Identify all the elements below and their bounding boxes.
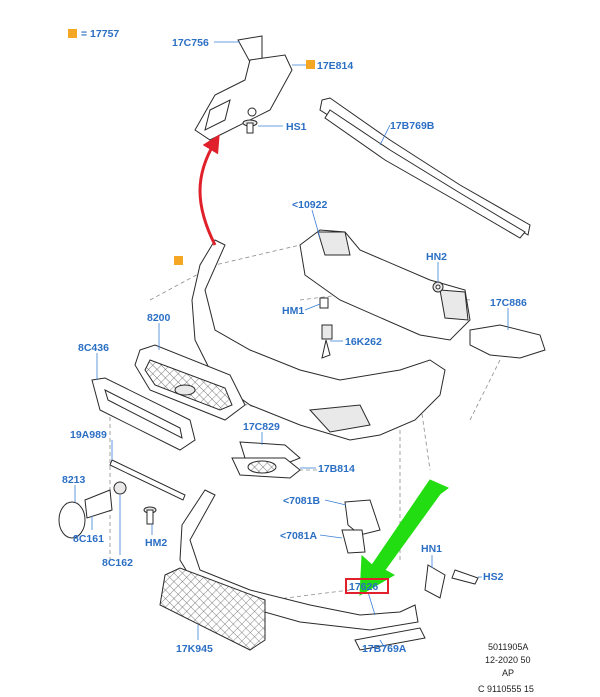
marker-17e814 bbox=[306, 60, 315, 69]
part-tow-covers bbox=[341, 499, 381, 554]
label-17b769b: 17B769B bbox=[390, 120, 435, 132]
part-nut-hn2 bbox=[432, 281, 444, 293]
label-hn2: HN2 bbox=[426, 251, 447, 263]
part-grille bbox=[134, 344, 246, 421]
highlight-box-17626 bbox=[345, 578, 389, 594]
green-arrow bbox=[359, 479, 449, 596]
label-hs1: HS1 bbox=[286, 121, 307, 133]
label-17c829: 17C829 bbox=[243, 421, 280, 433]
part-fog-bezel bbox=[231, 441, 301, 479]
label-hm2: HM2 bbox=[145, 537, 167, 549]
ref-line-2: 12-2020 50 bbox=[485, 655, 531, 665]
label-10922: <10922 bbox=[292, 199, 327, 211]
part-bracket-hn1 bbox=[424, 564, 479, 599]
part-bracket-17c886 bbox=[469, 324, 546, 359]
label-17626: 17626 bbox=[349, 581, 378, 593]
legend: = 17757 bbox=[68, 28, 119, 40]
part-grille-frame bbox=[91, 377, 196, 451]
label-8213: 8213 bbox=[62, 474, 86, 486]
reference-block: 5011905A 12-2020 50 AP C 9110555 15 bbox=[478, 642, 534, 694]
label-7081b: <7081B bbox=[283, 495, 320, 507]
part-labels: 17C756 17E814 HS1 17B769B <10922 HN2 17C… bbox=[62, 37, 527, 655]
part-reinforcement-beam bbox=[299, 229, 471, 341]
label-19a989: 19A989 bbox=[70, 429, 107, 441]
label-8c161: 8C161 bbox=[73, 533, 104, 545]
label-17c886: 17C886 bbox=[490, 297, 527, 309]
label-17k945: 17K945 bbox=[176, 643, 213, 655]
label-17b769a: 17B769A bbox=[362, 643, 407, 655]
label-hs2: HS2 bbox=[483, 571, 504, 583]
marker-bumper bbox=[174, 256, 183, 265]
part-clips bbox=[319, 297, 333, 359]
part-side-bracket bbox=[194, 35, 293, 141]
label-8200: 8200 bbox=[147, 312, 171, 324]
part-lower-grille bbox=[159, 567, 266, 651]
ref-line-3: AP bbox=[502, 668, 514, 678]
label-7081a: <7081A bbox=[280, 530, 317, 542]
legend-text: = 17757 bbox=[81, 28, 119, 40]
label-17b814: 17B814 bbox=[318, 463, 355, 475]
part-lower-absorber bbox=[354, 627, 426, 651]
part-emblem-assembly bbox=[58, 481, 127, 539]
part-bumper-cover bbox=[191, 239, 446, 441]
ref-line-4: C 9110555 15 bbox=[478, 684, 534, 694]
part-screw-hs1 bbox=[242, 119, 258, 134]
ref-line-1: 5011905A bbox=[488, 642, 528, 652]
label-16k262: 16K262 bbox=[345, 336, 382, 348]
part-upper-absorber bbox=[319, 97, 531, 239]
label-8c162: 8C162 bbox=[102, 557, 133, 569]
red-arrow bbox=[198, 134, 220, 246]
label-hm1: HM1 bbox=[282, 305, 304, 317]
label-17c756: 17C756 bbox=[172, 37, 209, 49]
part-screw-hm2 bbox=[143, 506, 157, 525]
label-hn1: HN1 bbox=[421, 543, 442, 555]
label-17e814: 17E814 bbox=[317, 60, 353, 72]
legend-marker bbox=[68, 29, 77, 38]
part-strip-19a989 bbox=[109, 459, 186, 501]
label-8c436: 8C436 bbox=[78, 342, 109, 354]
